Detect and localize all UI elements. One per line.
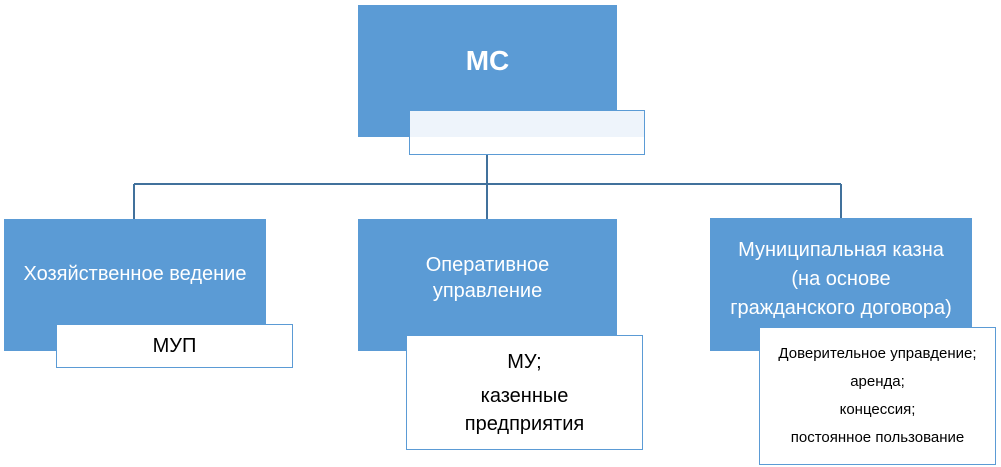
node-municipal-treasury-title-line: Муниципальная казна — [738, 239, 944, 261]
subbox-item: казенные — [480, 384, 569, 407]
subbox-item: Доверительное управдение; — [778, 345, 977, 362]
node-municipal-treasury-title-line: гражданского договора) — [730, 297, 952, 319]
node-operational-management-title-line: Оперативное — [425, 254, 550, 276]
node-operational-management-subbox: МУ; казенные предприятия — [406, 335, 643, 450]
subbox-item: МУ; — [507, 350, 542, 373]
subbox-item-group: казенные предприятия — [465, 382, 584, 438]
subbox-item: концессия; — [839, 401, 916, 418]
root-node-subbox — [409, 110, 645, 155]
root-node-title: МС — [465, 45, 510, 76]
node-economic-management-title: Хозяйственное ведение — [23, 263, 247, 285]
node-economic-management-subbox: МУП — [56, 324, 293, 368]
node-operational-management: Оперативное управление — [358, 219, 617, 351]
node-municipal-treasury-title-line: (на основе — [791, 268, 891, 290]
node-municipal-treasury-subbox: Доверительное управдение; аренда; концес… — [759, 327, 996, 465]
subbox-item: МУП — [152, 334, 197, 357]
subbox-item: постоянное пользование — [790, 429, 965, 446]
subbox-item: предприятия — [464, 412, 585, 435]
subbox-item: аренда; — [850, 373, 905, 390]
node-operational-management-title-line: управление — [432, 280, 543, 302]
